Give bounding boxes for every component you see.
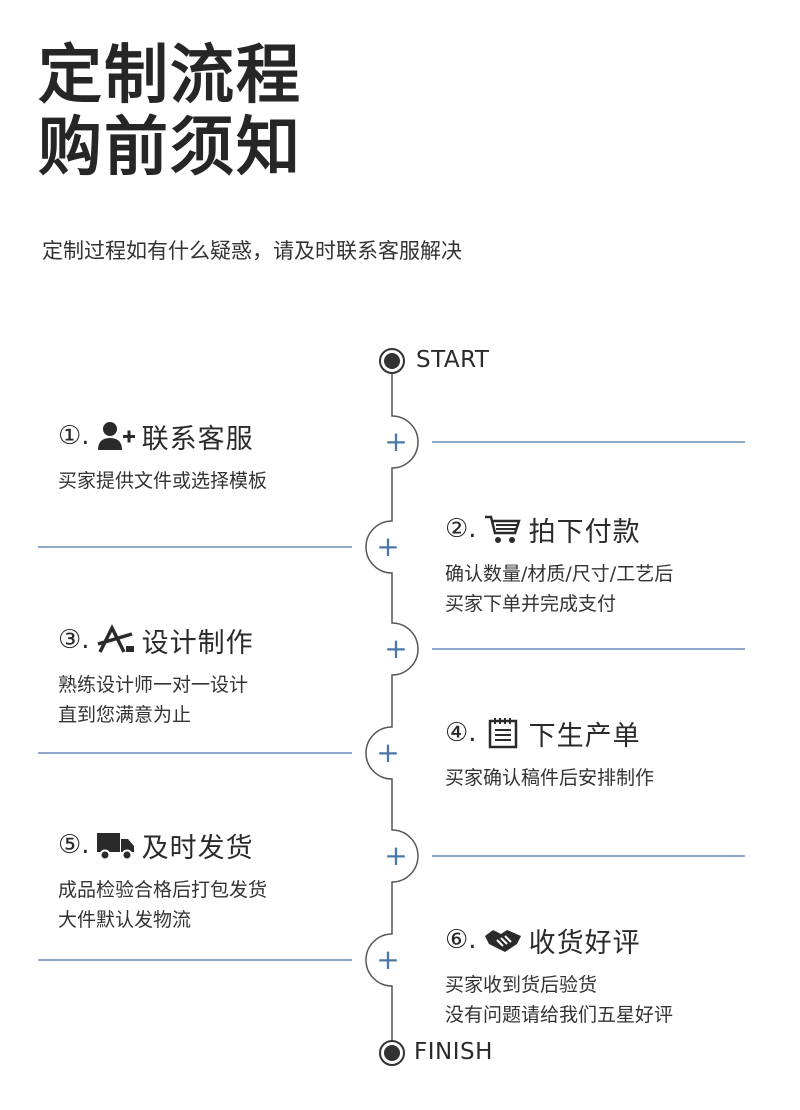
step-description: 确认数量/材质/尺寸/工艺后 买家下单并完成支付 (445, 559, 765, 619)
step-1: ①. 联系客服 买家提供文件或选择模板 (58, 416, 378, 496)
plus-icon: + (384, 839, 407, 872)
start-label: START (416, 347, 490, 373)
title-line-1: 定制流程 (38, 39, 302, 113)
plus-icon: + (384, 632, 407, 665)
timeline-line (365, 373, 419, 1041)
step-title: 下生产单 (528, 720, 641, 752)
step-number: ②. (445, 514, 477, 544)
design-tools-icon (96, 624, 136, 656)
plus-icon: + (376, 943, 399, 976)
step-desc-line: 熟练设计师一对一设计 (58, 674, 249, 696)
step-desc-line: 大件默认发物流 (58, 909, 192, 931)
step-2: ②. 拍下付款 确认数量/材质/尺寸/工艺后 买家下单并完成支付 (445, 509, 765, 619)
handshake-icon (483, 924, 523, 956)
step-title: 联系客服 (141, 423, 254, 455)
shopping-cart-icon (483, 513, 523, 545)
notepad-icon (483, 717, 523, 749)
step-4: ④. 下生产单 买家确认稿件后安排制作 (445, 713, 765, 793)
step-heading: ⑤. 及时发货 (58, 825, 378, 865)
step-title: 设计制作 (141, 627, 254, 659)
step-number: ⑥. (445, 925, 477, 955)
step-desc-line: 买家收到货后验货 (445, 974, 598, 996)
step-description: 熟练设计师一对一设计 直到您满意为止 (58, 670, 378, 730)
title-line-2: 购前须知 (38, 111, 302, 185)
step-heading: ②. 拍下付款 (445, 509, 765, 549)
step-title: 及时发货 (141, 832, 254, 864)
plus-icon: + (384, 425, 407, 458)
step-number: ⑤. (58, 830, 90, 860)
finish-label: FINISH (414, 1039, 493, 1065)
page-title: 定制流程 购前须知 (38, 40, 302, 184)
step-desc-line: 买家下单并完成支付 (445, 593, 617, 615)
step-3: ③. 设计制作 熟练设计师一对一设计 直到您满意为止 (58, 620, 378, 730)
finish-node (384, 1045, 400, 1061)
step-description: 买家提供文件或选择模板 (58, 466, 378, 496)
step-5: ⑤. 及时发货 成品检验合格后打包发货 大件默认发物流 (58, 825, 378, 935)
step-title: 收货好评 (528, 927, 641, 959)
start-node (384, 353, 400, 369)
plus-icon: + (376, 736, 399, 769)
step-title: 拍下付款 (528, 516, 641, 548)
step-desc-line: 成品检验合格后打包发货 (58, 879, 268, 901)
step-heading: ④. 下生产单 (445, 713, 765, 753)
step-number: ④. (445, 718, 477, 748)
user-plus-icon (96, 420, 136, 452)
step-desc-line: 买家确认稿件后安排制作 (445, 767, 655, 789)
step-number: ③. (58, 625, 90, 655)
step-desc-line: 直到您满意为止 (58, 704, 192, 726)
step-description: 成品检验合格后打包发货 大件默认发物流 (58, 875, 378, 935)
step-desc-line: 没有问题请给我们五星好评 (445, 1004, 674, 1026)
page-subtitle: 定制过程如有什么疑惑，请及时联系客服解决 (42, 239, 462, 263)
step-heading: ③. 设计制作 (58, 620, 378, 660)
plus-icon: + (376, 530, 399, 563)
step-desc-line: 确认数量/材质/尺寸/工艺后 (445, 563, 674, 585)
step-description: 买家收到货后验货 没有问题请给我们五星好评 (445, 970, 765, 1030)
step-desc-line: 买家提供文件或选择模板 (58, 470, 268, 492)
step-number: ①. (58, 421, 90, 451)
step-6: ⑥. 收货好评 买家收到货后验货 没有问题请给我们五星好评 (445, 920, 765, 1030)
delivery-truck-icon (96, 829, 136, 861)
step-heading: ①. 联系客服 (58, 416, 378, 456)
step-description: 买家确认稿件后安排制作 (445, 763, 765, 793)
step-heading: ⑥. 收货好评 (445, 920, 765, 960)
